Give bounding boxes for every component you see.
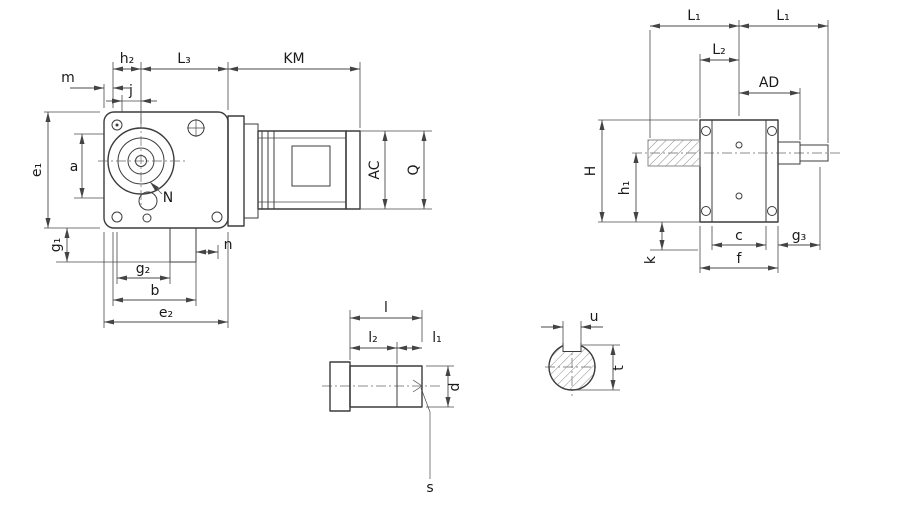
housing-plug — [735, 141, 743, 149]
flange-bolt-hole — [767, 126, 777, 136]
shaft-body — [349, 365, 423, 408]
center-hole-mark — [412, 379, 423, 393]
dim-label-l2: l₂ — [368, 330, 378, 346]
front-view: h₂ L₃ KM m j e₁ a g₁ n — [29, 51, 432, 328]
dim-label-j: j — [128, 83, 133, 99]
flange-bolt-hole — [701, 126, 711, 136]
dim-label-AD: AD — [759, 75, 779, 91]
dim-label-l: l — [384, 300, 388, 316]
housing-bolt-hole — [111, 211, 123, 223]
dim-label-u: u — [590, 309, 599, 325]
fan-cover — [345, 130, 361, 210]
dim-label-l1: l₁ — [432, 330, 442, 346]
dim-label-g1: g₁ — [48, 238, 64, 253]
dim-label-L1-right: L₁ — [776, 8, 789, 24]
key-section-view: u t — [541, 309, 627, 396]
dim-label-L2: L₂ — [712, 42, 725, 58]
dim-label-e1: e₁ — [29, 163, 45, 177]
hollow-input-shaft — [647, 139, 701, 167]
keyway-slot — [562, 343, 582, 352]
dim-label-a: a — [70, 159, 79, 175]
dim-label-H: H — [583, 166, 599, 177]
output-shaft-hub — [98, 118, 186, 207]
dim-label-L1-left: L₁ — [687, 8, 700, 24]
dim-label-f: f — [737, 251, 743, 267]
dim-label-AC: AC — [367, 160, 383, 179]
terminal-box — [291, 145, 331, 187]
housing-bolt-hole — [211, 211, 223, 223]
drain-plug — [142, 213, 152, 223]
dim-label-g3: g₃ — [792, 228, 807, 244]
dim-label-h2: h₂ — [120, 51, 135, 67]
dim-label-L3: L₃ — [177, 51, 190, 67]
dim-label-h1: h₁ — [617, 181, 633, 196]
housing-bolt-hole — [111, 119, 123, 131]
shaft-detail-view: l l₂ l₁ d s — [322, 300, 463, 496]
output-shaft-end — [799, 144, 829, 162]
flange-bolt-hole — [767, 206, 777, 216]
housing-bolt-center — [115, 123, 119, 127]
side-housing-outline — [699, 119, 779, 223]
housing-plug — [735, 192, 743, 200]
motor-outline — [227, 115, 361, 227]
side-view: L₁ L₁ L₂ AD H h₁ k c g₃ f — [583, 8, 842, 273]
dim-label-g2: g₂ — [136, 261, 151, 277]
dim-label-m: m — [61, 70, 75, 86]
flange-bolt-hole — [701, 206, 711, 216]
oil-plug — [138, 191, 158, 211]
dim-label-e2: e₂ — [159, 305, 173, 321]
dim-label-N: N — [163, 190, 173, 206]
dim-label-k: k — [643, 255, 659, 264]
dim-label-c: c — [735, 228, 743, 244]
dim-label-t: t — [611, 365, 627, 371]
dim-label-KM: KM — [283, 51, 304, 67]
dim-label-Q: Q — [406, 164, 422, 175]
dim-label-b: b — [151, 283, 160, 299]
dim-label-s: s — [426, 480, 433, 496]
bottom-boss — [169, 228, 197, 263]
s-leader-line — [420, 387, 431, 479]
dim-label-d: d — [447, 383, 463, 392]
